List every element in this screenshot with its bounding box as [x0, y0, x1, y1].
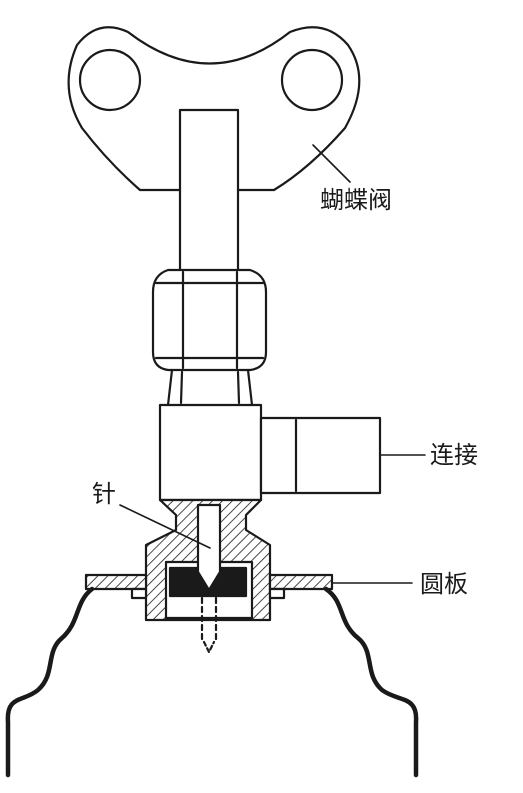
- handle-left-hole: [78, 48, 142, 112]
- neck-inner-right: [236, 370, 241, 405]
- round-plate-left: [84, 573, 148, 591]
- body-neck: [166, 368, 254, 407]
- plate-shim-left: [130, 587, 148, 600]
- cylinder-wall-right: [323, 586, 419, 778]
- label-butterfly-valve: 蝴蝶阀: [320, 186, 392, 214]
- cylinder-wall-left: [5, 586, 95, 778]
- valve-body: [158, 403, 263, 502]
- butterfly-valve-handle: [67, 26, 361, 192]
- neck-inner-left: [179, 370, 184, 405]
- label-needle: 针: [92, 480, 116, 508]
- leader-butterfly-valve: [312, 144, 351, 183]
- hidden-bore-tip: [202, 640, 216, 654]
- valve-stem: [178, 108, 240, 274]
- round-plate-right: [268, 573, 334, 591]
- hex-nut: [151, 268, 268, 372]
- leader-needle: [119, 504, 211, 549]
- side-connection: [259, 416, 382, 495]
- label-connection: 连接: [430, 441, 478, 469]
- label-round-plate: 圆板: [420, 570, 468, 598]
- handle-right-hole: [280, 48, 344, 112]
- plate-shim-right: [268, 587, 286, 600]
